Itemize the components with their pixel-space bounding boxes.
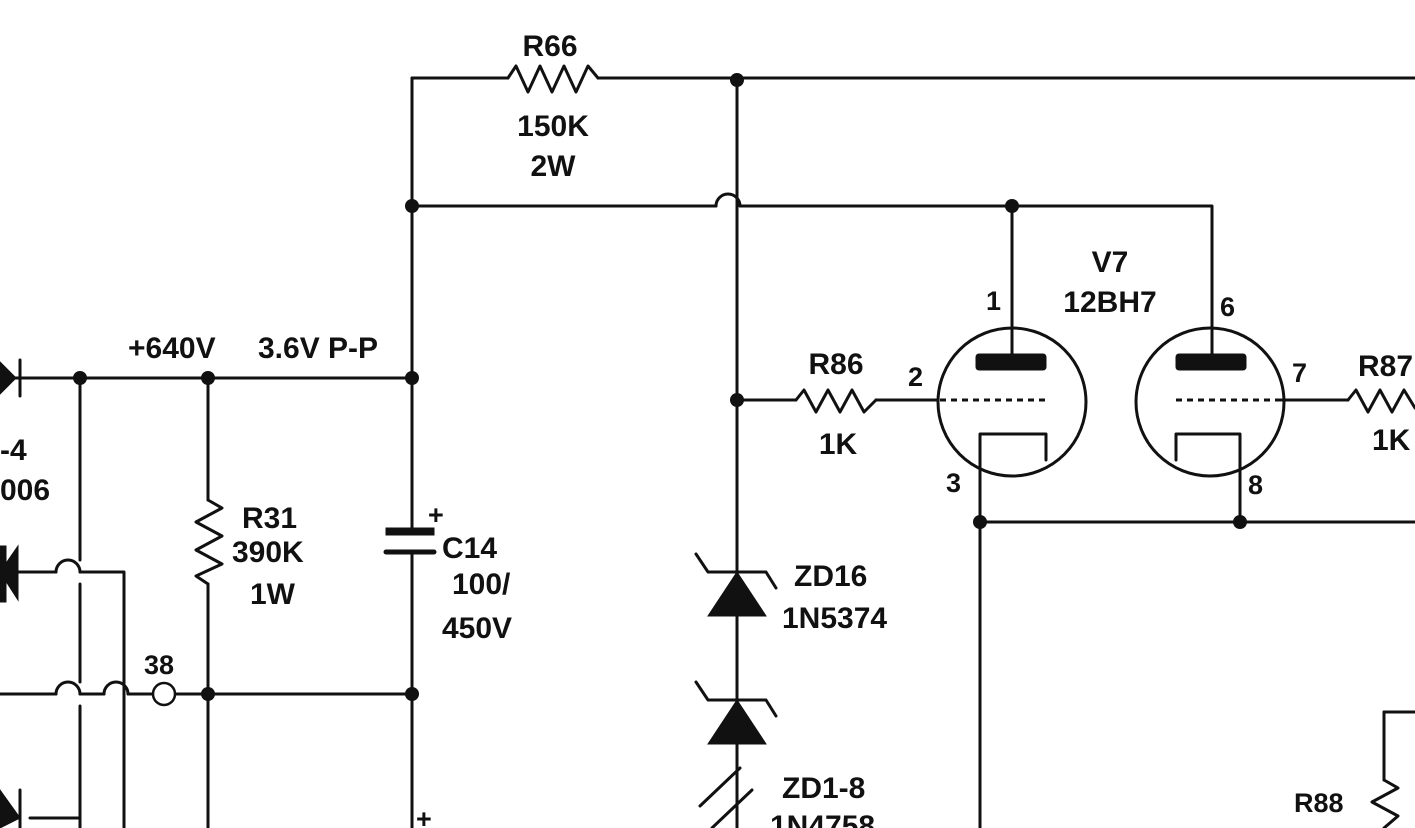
zd16-part: 1N5374	[782, 602, 887, 635]
left-diode-ref: -4	[0, 434, 27, 467]
resistor-r87: R87 1K	[1346, 350, 1415, 457]
supply-voltage-label: +640V	[128, 332, 216, 365]
diode-left-bottom	[0, 788, 22, 828]
r88-ref: R88	[1294, 788, 1344, 818]
c14-ref: C14	[442, 532, 497, 565]
c14-value: 100/	[452, 568, 511, 601]
r87-value: 1K	[1372, 424, 1411, 457]
v7-pin-6: 6	[1220, 292, 1235, 322]
terminal-38-label: 38	[144, 650, 174, 680]
c14-plus: +	[428, 500, 444, 530]
zener-zd16: ZD16 1N5374	[694, 552, 887, 635]
r86-ref: R86	[808, 348, 863, 381]
resistor-r86: R86 1K	[794, 348, 878, 461]
r31-rating: 1W	[250, 578, 296, 611]
r66-value: 150K	[517, 110, 589, 143]
terminal-38: 38	[144, 650, 177, 707]
c14-rating: 450V	[442, 612, 512, 645]
r87-ref: R87	[1358, 350, 1413, 383]
zd18-part: 1N4758	[770, 810, 875, 828]
tube-section-left	[936, 326, 1088, 480]
v7-pin-1: 1	[986, 286, 1001, 316]
zd18-ref: ZD1-8	[782, 772, 865, 805]
ripple-label: 3.6V P-P	[258, 332, 378, 365]
r86-value: 1K	[819, 428, 858, 461]
tube-v7: V7 12BH7 1 2 3 6 7 8	[908, 246, 1307, 500]
resistor-r31: R31 390K 1W	[194, 498, 304, 611]
v7-ref: V7	[1092, 246, 1129, 279]
zener-zd1-8: ZD1-8 1N4758	[694, 680, 875, 828]
r31-value: 390K	[232, 536, 304, 569]
v7-type: 12BH7	[1063, 286, 1156, 319]
wires	[0, 76, 1415, 828]
v7-pin-3: 3	[946, 468, 961, 498]
r66-ref: R66	[522, 30, 577, 63]
tube-section-right	[1134, 326, 1286, 480]
r31-ref: R31	[242, 502, 297, 535]
resistor-r66: R66 150K 2W	[506, 30, 600, 183]
v7-pin-7: 7	[1292, 358, 1307, 388]
c-lower-plus: +	[416, 804, 432, 828]
diode-left-mid	[0, 544, 19, 603]
v7-pin-2: 2	[908, 362, 923, 392]
r66-rating: 2W	[531, 150, 577, 183]
v7-pin-8: 8	[1248, 470, 1263, 500]
diode-left-top: -4 006	[0, 358, 50, 507]
left-diode-part: 006	[0, 474, 50, 507]
capacitor-c14: + C14 100/ 450V +	[383, 500, 512, 828]
resistor-r88: R88	[1294, 778, 1400, 828]
zd16-ref: ZD16	[794, 560, 867, 593]
junction-dots	[73, 73, 1247, 701]
